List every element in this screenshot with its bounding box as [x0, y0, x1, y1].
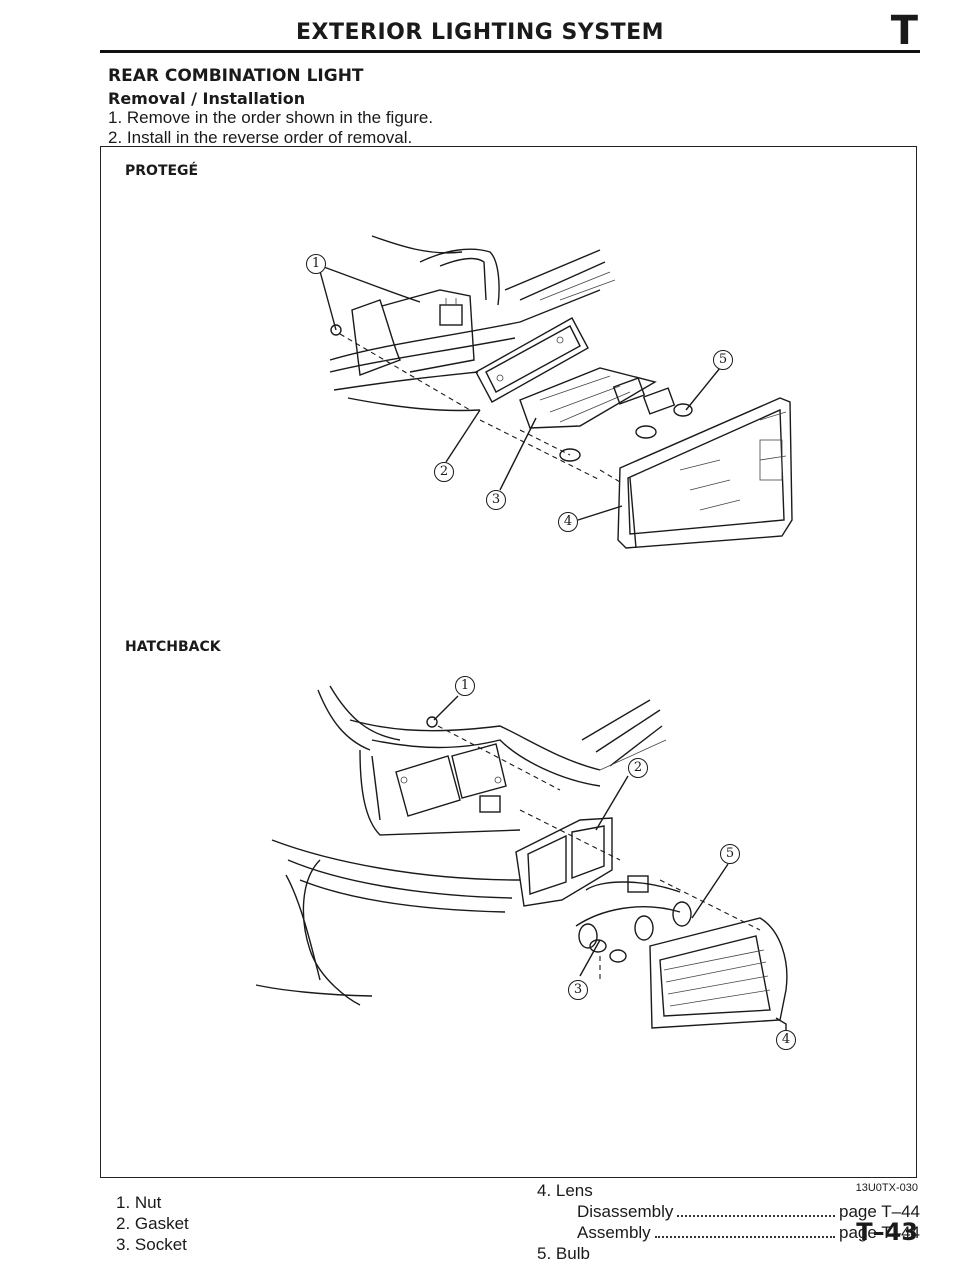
legend-item: 2. Gasket — [116, 1214, 189, 1233]
page-reference: page T–44 — [839, 1202, 920, 1221]
page-reference: page T–44 — [839, 1223, 920, 1242]
callout-number: 1 — [311, 256, 321, 271]
legend-item: 3. Socket — [116, 1235, 187, 1254]
figure-code: 13U0TX-030 — [855, 1182, 918, 1194]
callout-number: 3 — [491, 492, 501, 507]
callout-2-hatchback: 2 — [628, 758, 648, 778]
legend-left: 1. Nut 2. Gasket 3. Socket — [116, 1192, 189, 1255]
section-letter: T — [890, 8, 918, 54]
callout-number: 3 — [573, 982, 583, 997]
callout-5-hatchback: 5 — [720, 844, 740, 864]
legend-item: 4. Lens — [537, 1181, 593, 1200]
callout-1-protege: 1 — [306, 254, 326, 274]
callout-4-hatchback: 4 — [776, 1030, 796, 1050]
callout-1-hatchback: 1 — [455, 676, 475, 696]
figure-label-hatchback: HATCHBACK — [125, 639, 221, 655]
section-title: REAR COMBINATION LIGHT — [108, 66, 364, 86]
callout-number: 2 — [633, 760, 643, 775]
leader-dots — [677, 1201, 836, 1217]
callout-number: 4 — [563, 514, 573, 529]
hatchback-drawing — [255, 685, 788, 1032]
instruction-step-1: 1. Remove in the order shown in the figu… — [108, 108, 434, 127]
callout-4-protege: 4 — [558, 512, 578, 532]
callout-5-protege: 5 — [713, 350, 733, 370]
subsection-title: Removal / Installation — [108, 89, 306, 108]
legend-sub-item: Assembly page T–44 — [537, 1222, 920, 1243]
header-rule — [100, 50, 920, 53]
callout-number: 2 — [439, 464, 449, 479]
figure-label-protege: PROTEGÉ — [125, 163, 199, 179]
callout-3-hatchback: 3 — [568, 980, 588, 1000]
page-number: T–43 — [856, 1218, 918, 1246]
legend-item: 1. Nut — [116, 1193, 162, 1212]
leader-dots — [654, 1222, 836, 1238]
page-header-title: EXTERIOR LIGHTING SYSTEM — [296, 20, 664, 45]
figure-box — [100, 146, 917, 1178]
legend-sub-label: Disassembly — [577, 1202, 674, 1221]
callout-2-protege: 2 — [434, 462, 454, 482]
instruction-step-2: 2. Install in the reverse order of remov… — [108, 128, 413, 147]
callout-3-protege: 3 — [486, 490, 506, 510]
legend-sub-label: Assembly — [577, 1223, 651, 1242]
callout-number: 5 — [725, 846, 735, 861]
legend-sub-item: Disassembly page T–44 — [537, 1201, 920, 1222]
protege-drawing — [309, 235, 793, 549]
callout-number: 1 — [460, 678, 470, 693]
legend-item: 5. Bulb — [537, 1244, 590, 1263]
callout-number: 5 — [718, 352, 728, 367]
callout-number: 4 — [781, 1032, 791, 1047]
